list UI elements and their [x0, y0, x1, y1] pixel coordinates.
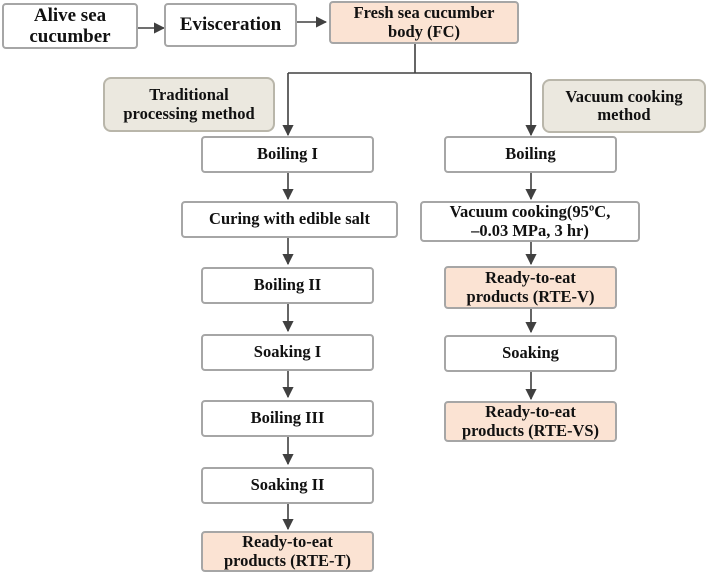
- soaking-1-box: Soaking I: [201, 334, 374, 371]
- boiling-2-box: Boiling II: [201, 267, 374, 304]
- curing-box: Curing with edible salt: [181, 201, 398, 238]
- soaking-2-box: Soaking II: [201, 467, 374, 504]
- boiling-box: Boiling: [444, 136, 617, 173]
- alive-sea-cucumber-box: Alive sea cucumber: [2, 3, 138, 49]
- product-rte-v-box: Ready-to-eat products (RTE-V): [444, 266, 617, 309]
- boiling-1-box: Boiling I: [201, 136, 374, 173]
- vacuum-method-label: Vacuum cooking method: [542, 79, 706, 133]
- product-rte-vs-box: Ready-to-eat products (RTE-VS): [444, 401, 617, 442]
- soaking-box: Soaking: [444, 335, 617, 372]
- evisceration-box: Evisceration: [164, 3, 297, 47]
- product-rte-t-box: Ready-to-eat products (RTE-T): [201, 531, 374, 572]
- boiling-3-box: Boiling III: [201, 400, 374, 437]
- vacuum-cooking-box: Vacuum cooking(95ºC, –0.03 MPa, 3 hr): [420, 201, 640, 242]
- fresh-sea-cucumber-box: Fresh sea cucumber body (FC): [329, 1, 519, 44]
- traditional-method-label: Traditional processing method: [103, 77, 275, 132]
